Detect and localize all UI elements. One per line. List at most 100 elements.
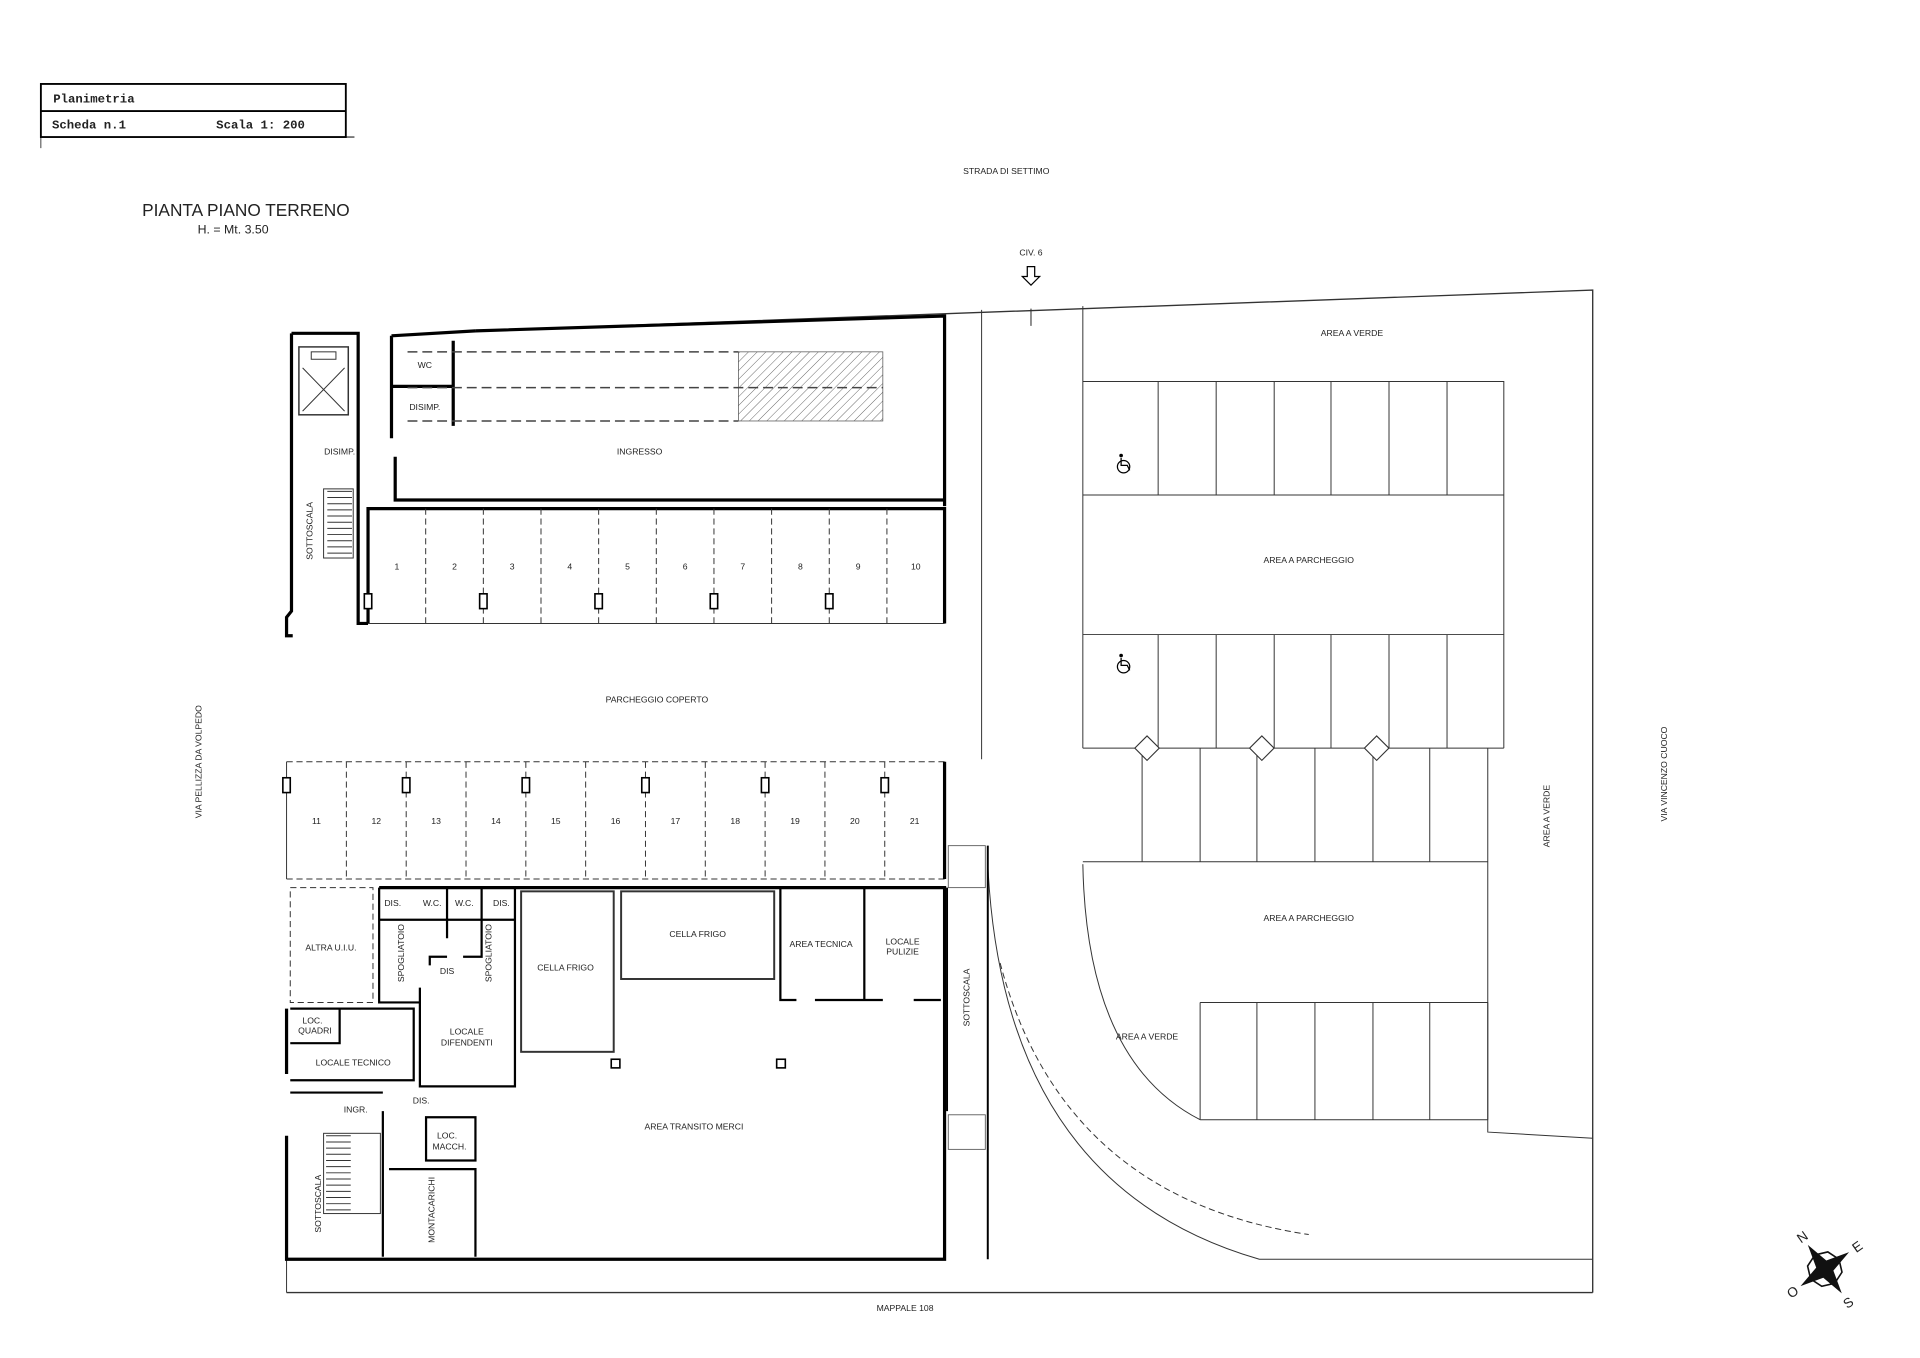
altra-uiu-label: ALTRA U.I.U. xyxy=(305,943,356,953)
garage-number: 19 xyxy=(790,816,800,826)
spogliatoio-2-label: SPOGLIATOIO xyxy=(483,924,493,982)
plan-title: PIANTA PIANO TERRENO xyxy=(142,200,350,220)
wc-2-label: W.C. xyxy=(455,898,474,908)
column xyxy=(640,776,650,794)
compass-n: N xyxy=(1794,1228,1811,1246)
street-east-label: VIA VINCENZO CUOCO xyxy=(1659,726,1669,821)
sottoscala-bottom-label: SOTTOSCALA xyxy=(313,1175,323,1233)
wheelchair-icon xyxy=(1116,653,1131,674)
garage-number: 11 xyxy=(312,816,321,826)
parcheggio-coperto-label: PARCHEGGIO COPERTO xyxy=(606,694,709,704)
garage-number: 8 xyxy=(798,562,803,572)
dis-2-label: DIS. xyxy=(493,898,510,908)
garage-number: 5 xyxy=(625,562,630,572)
compass-e: E xyxy=(1849,1238,1865,1255)
street-west-label: VIA PELLIZZA DA VOLPEDO xyxy=(193,705,203,818)
garage-number: 2 xyxy=(452,562,457,572)
cella-frigo-2-label: CELLA FRIGO xyxy=(669,929,726,939)
garage-number: 4 xyxy=(567,562,572,572)
column xyxy=(760,776,770,794)
planter-icon xyxy=(1248,735,1275,762)
parking-area-1-label: AREA A PARCHEGGIO xyxy=(1264,555,1355,565)
title-block-scale: Scala 1: 200 xyxy=(216,118,305,132)
wheelchair-icon xyxy=(1116,453,1131,474)
area-transito-merci-label: AREA TRANSITO MERCI xyxy=(645,1122,744,1132)
column xyxy=(775,1058,787,1069)
column xyxy=(824,593,834,610)
loc-quadri-label-2: QUADRI xyxy=(298,1025,332,1035)
garage-number: 17 xyxy=(671,816,681,826)
garage-number: 21 xyxy=(910,816,920,826)
column xyxy=(709,593,719,610)
loc-macch-label-2: MACCH. xyxy=(432,1141,466,1151)
column xyxy=(363,593,373,610)
column xyxy=(282,776,292,794)
title-block-title: Planimetria xyxy=(53,92,135,106)
lower-block: ALTRA U.I.U. DIS. W.C. W.C. DIS. SPOGLIA… xyxy=(284,845,989,1261)
upper-block: WC DISIMP. DISIMP. INGRESSO SOTTOSCALA 1… xyxy=(284,314,947,638)
locale-pulizie-label-1: LOCALE xyxy=(886,936,920,946)
dis-3-label: DIS xyxy=(440,966,455,976)
column xyxy=(521,776,531,794)
green-area-top-label: AREA A VERDE xyxy=(1321,328,1384,338)
compass-s: S xyxy=(1840,1294,1856,1311)
column xyxy=(401,776,411,794)
sottoscala-right-label: SOTTOSCALA xyxy=(961,968,971,1026)
spogliatoio-1-label: SPOGLIATOIO xyxy=(396,924,406,982)
entrance-arrow-icon xyxy=(1020,266,1042,287)
garage-number: 13 xyxy=(431,816,441,826)
garage-number: 20 xyxy=(850,816,860,826)
locale-dipendenti-label-1: LOCALE xyxy=(450,1027,484,1037)
civic-number-label: CIV. 6 xyxy=(1019,248,1042,258)
lift-icon xyxy=(310,351,337,360)
lower-garages: 11 12 13 14 15 16 17 18 19 20 21 xyxy=(282,761,947,880)
parking-area-2-label: AREA A PARCHEGGIO xyxy=(1264,913,1355,923)
loc-macch-label-1: LOC. xyxy=(437,1130,457,1140)
montacarichi-label: MONTACARICHI xyxy=(427,1177,437,1243)
disimp-label: DISIMP. xyxy=(324,446,355,456)
compass-rose-icon: N S E O xyxy=(1784,1228,1865,1311)
column xyxy=(610,1058,621,1069)
cella-frigo-1-label: CELLA FRIGO xyxy=(537,962,594,972)
site-boundary xyxy=(286,289,1594,1294)
ramp-hatch xyxy=(738,351,884,422)
garage-number: 7 xyxy=(740,562,745,572)
garage-number: 14 xyxy=(491,816,501,826)
ingr-label: INGR. xyxy=(344,1104,368,1114)
wc-top-label: WC xyxy=(418,360,432,370)
loc-quadri-label-1: LOC. xyxy=(302,1015,322,1025)
garage-number: 10 xyxy=(911,562,921,572)
garage-number: 9 xyxy=(856,562,861,572)
outdoor-parking: AREA A VERDE AREA A PARCHEGGIO AREA A PA… xyxy=(1082,328,1551,1121)
stair-icon xyxy=(947,1114,986,1150)
green-area-side-label: AREA A VERDE xyxy=(1541,785,1551,848)
dis-1-label: DIS. xyxy=(384,898,401,908)
wc-1-label: W.C. xyxy=(423,898,442,908)
title-block: Planimetria Scheda n.1 Scala 1: 200 xyxy=(39,83,355,149)
garage-number: 6 xyxy=(683,562,688,572)
locale-tecnico-label: LOCALE TECNICO xyxy=(316,1057,391,1067)
garage-number: 16 xyxy=(611,816,621,826)
stair-icon xyxy=(327,490,352,554)
sottoscala-top-label: SOTTOSCALA xyxy=(304,502,314,560)
column xyxy=(880,776,890,794)
title-block-sheet: Scheda n.1 xyxy=(52,118,126,132)
south-boundary-label: MAPPALE 108 xyxy=(877,1303,934,1313)
garage-number: 12 xyxy=(371,816,381,826)
garage-number: 18 xyxy=(730,816,740,826)
disimp-top-label: DISIMP. xyxy=(409,402,440,412)
garage-number: 3 xyxy=(510,562,515,572)
planter-icon xyxy=(1363,735,1390,762)
green-area-bottom-label: AREA A VERDE xyxy=(1116,1031,1179,1041)
ingresso-label: INGRESSO xyxy=(617,446,663,456)
planter-icon xyxy=(1134,735,1161,762)
stair-icon xyxy=(326,1135,351,1211)
locale-dipendenti-label-2: DIFENDENTI xyxy=(441,1038,493,1048)
garage-number: 15 xyxy=(551,816,561,826)
locale-pulizie-label-2: PULIZIE xyxy=(886,946,919,956)
stair-icon xyxy=(947,845,986,889)
area-tecnica-label: AREA TECNICA xyxy=(790,939,853,949)
column xyxy=(594,593,604,610)
column xyxy=(478,593,488,610)
